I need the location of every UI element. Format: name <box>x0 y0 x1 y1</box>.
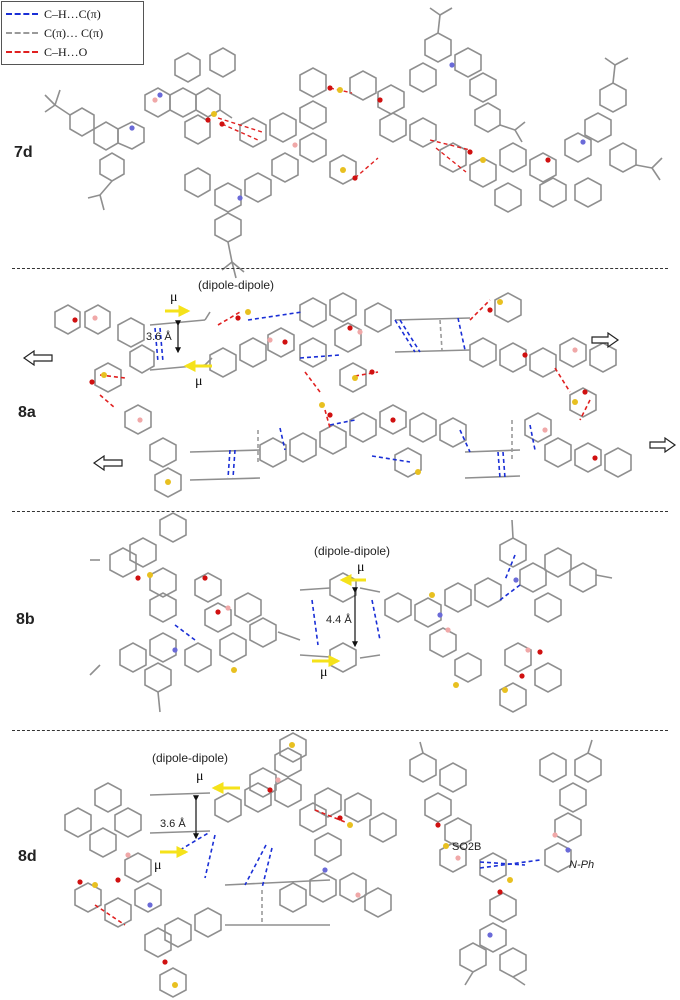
mu-label-8a-bottom: μ <box>195 374 203 389</box>
legend-label: C(π)… C(π) <box>44 25 104 40</box>
legend-swatch-red <box>6 51 38 53</box>
left-shift-arrow-lower <box>92 454 123 472</box>
legend-item-ch-o: C–H…O <box>6 43 87 61</box>
8a-interactions <box>99 299 591 479</box>
8d-interactions <box>94 809 541 926</box>
panel-label-8b: 8b <box>16 611 35 628</box>
mu-label-8d-top: μ <box>196 769 204 784</box>
distance-label-8d: 3.6 Å <box>160 818 186 830</box>
mu-label-8a-top: μ <box>170 290 178 305</box>
panel-divider <box>12 511 668 512</box>
fragment-label-so2b: SO2B <box>452 841 482 853</box>
fragment-label-n-ph: N-Ph <box>569 859 595 871</box>
8a-atoms <box>72 299 598 485</box>
panel-divider <box>12 268 668 269</box>
left-shift-arrow <box>22 349 53 367</box>
legend-swatch-blue <box>6 13 38 15</box>
legend-label: C–H…C(π) <box>44 6 101 21</box>
distance-label-8a: 3.6 Å <box>146 331 172 343</box>
panel-label-8a: 8a <box>18 404 36 421</box>
dipole-annotation-8b: (dipole-dipole) <box>314 544 391 558</box>
mu-label-8d-bottom: μ <box>154 858 162 873</box>
legend-swatch-gray <box>6 32 38 34</box>
mu-label-8b-top: μ <box>357 560 365 575</box>
panel-label-8d: 8d <box>18 848 37 865</box>
legend-item-cpi-cpi: C(π)… C(π) <box>6 24 103 42</box>
dipole-annotation-8d: (dipole-dipole) <box>152 751 229 765</box>
8d-arrows <box>160 782 240 858</box>
8a-arrows <box>22 305 677 472</box>
7d-interactions <box>217 87 471 179</box>
7d-atoms <box>129 62 586 201</box>
molecule-8d-structures <box>64 732 602 998</box>
distance-label-8b: 4.4 Å <box>326 614 352 626</box>
molecule-8a-structures <box>54 292 632 498</box>
molecule-8b-structures <box>89 512 613 713</box>
legend-item-ch-cpi: C–H…C(π) <box>6 5 101 23</box>
molecule-7d-structures <box>44 7 663 279</box>
panel-divider <box>12 730 668 731</box>
right-shift-arrow <box>591 331 620 349</box>
legend-label: C–H…O <box>44 44 88 59</box>
right-shift-arrow-lower <box>649 436 677 454</box>
8b-atoms <box>135 572 543 693</box>
dipole-annotation-8a: (dipole-dipole) <box>198 278 275 292</box>
8d-atoms <box>77 742 571 988</box>
legend: C–H…C(π) C(π)… C(π) C–H…O <box>1 1 144 65</box>
8b-interactions <box>174 554 521 646</box>
8b-arrows <box>312 574 366 667</box>
panel-label-7d: 7d <box>14 144 33 161</box>
mu-label-8b-bottom: μ <box>320 665 328 680</box>
